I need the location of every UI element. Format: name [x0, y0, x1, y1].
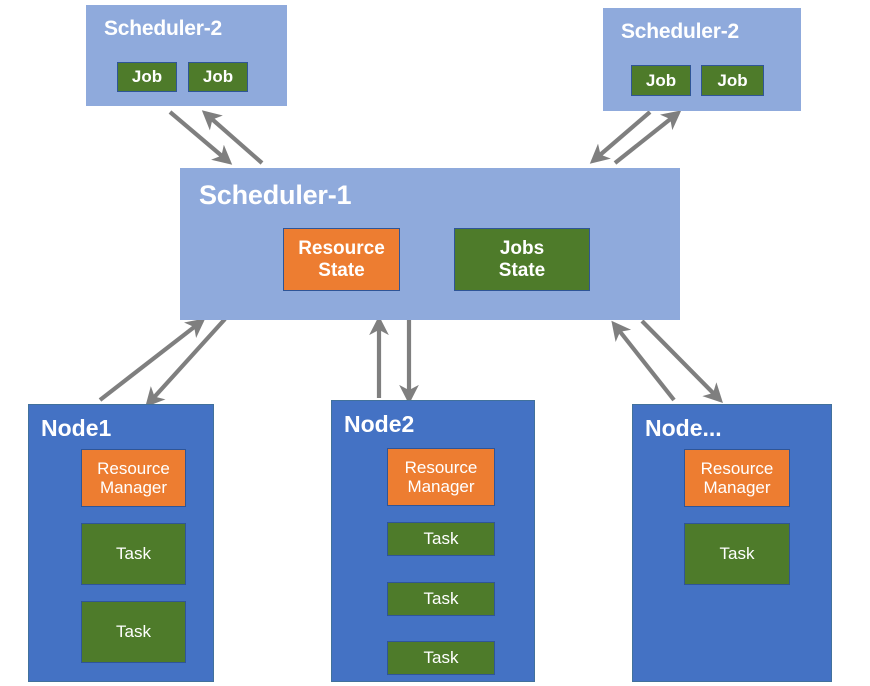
node1-task-2[interactable]: Task: [81, 601, 186, 663]
scheduler-1-box[interactable]: Scheduler-1 Resource State Jobs State: [180, 168, 680, 320]
node-ellipsis-title: Node...: [645, 415, 722, 441]
node-ellipsis-task-1[interactable]: Task: [684, 523, 790, 585]
node2-resource-manager-line-1: Resource: [404, 457, 478, 477]
node2-task-2[interactable]: Task: [387, 582, 495, 616]
node2-resource-manager-box[interactable]: Resource Manager: [387, 448, 495, 506]
node2-title: Node2: [344, 411, 415, 437]
scheduler-2-right-box[interactable]: Scheduler-2 Job Job: [603, 8, 801, 111]
node1-resource-manager-box[interactable]: Resource Manager: [81, 449, 186, 507]
node2-task-3[interactable]: Task: [387, 641, 495, 675]
node1-box[interactable]: Node1 Resource Manager Task Task: [28, 404, 214, 682]
scheduler-2-left-box[interactable]: Scheduler-2 Job Job: [86, 5, 287, 106]
scheduler-1-jobs-state-box[interactable]: Jobs State: [454, 228, 590, 291]
scheduler-2-left-job-2[interactable]: Job: [188, 62, 248, 92]
scheduler-2-right-job-1[interactable]: Job: [631, 65, 691, 96]
arrow-scheduler1-to-scheduler2-right: [613, 110, 682, 165]
arrow-scheduler1-to-node-ellipsis: [640, 319, 723, 403]
scheduler-1-resource-state-box[interactable]: Resource State: [283, 228, 400, 291]
node1-resource-manager-line-1: Resource: [97, 458, 170, 478]
node2-box[interactable]: Node2 Resource Manager Task Task Task: [331, 400, 535, 682]
scheduler-2-left-title: Scheduler-2: [104, 17, 223, 40]
node-ellipsis-resource-manager-line-2: Manager: [703, 478, 771, 497]
jobs-state-line-2: State: [498, 259, 546, 281]
node2-task-1[interactable]: Task: [387, 522, 495, 556]
arrow-scheduler2-right-to-scheduler1: [589, 110, 652, 164]
resource-state-line-2: State: [318, 259, 365, 281]
node-ellipsis-resource-manager-line-1: Resource: [700, 458, 774, 478]
arrow-scheduler2-left-to-scheduler1: [168, 110, 233, 165]
arrow-node1-to-scheduler1: [98, 318, 206, 402]
node1-resource-manager-line-2: Manager: [99, 478, 168, 497]
resource-state-line-1: Resource: [298, 238, 385, 260]
node-ellipsis-box[interactable]: Node... Resource Manager Task: [632, 404, 832, 682]
arrow-scheduler1-to-node1: [145, 317, 227, 408]
scheduler-1-title: Scheduler-1: [199, 180, 352, 210]
arrow-node-ellipsis-to-scheduler1: [611, 320, 676, 402]
node-ellipsis-resource-manager-box[interactable]: Resource Manager: [684, 449, 790, 507]
node2-resource-manager-line-2: Manager: [407, 477, 475, 496]
node1-title: Node1: [41, 415, 112, 441]
jobs-state-line-1: Jobs: [499, 238, 545, 260]
scheduler-2-right-job-2[interactable]: Job: [701, 65, 764, 96]
arrow-scheduler1-to-scheduler2-left: [201, 110, 264, 165]
scheduler-2-right-title: Scheduler-2: [621, 20, 740, 43]
scheduler-2-left-job-1[interactable]: Job: [117, 62, 177, 92]
node1-task-1[interactable]: Task: [81, 523, 186, 585]
